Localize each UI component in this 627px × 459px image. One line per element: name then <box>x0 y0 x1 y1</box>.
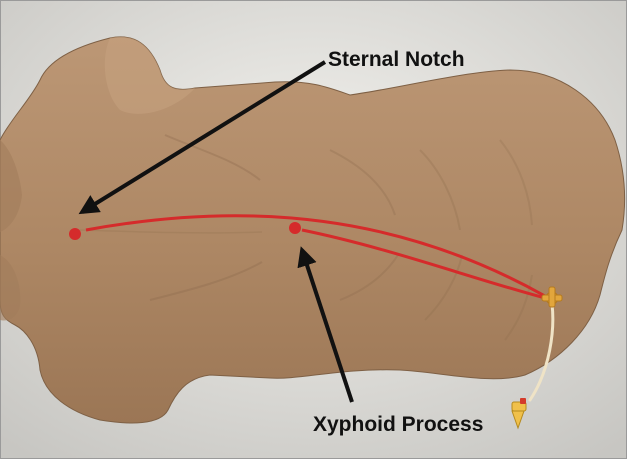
sternal-notch-label: Sternal Notch <box>328 48 465 71</box>
xyphoid-process-label: Xyphoid Process <box>313 413 483 436</box>
sternal-notch-marker <box>69 228 81 240</box>
red-dot-icon <box>289 222 301 234</box>
xyphoid-process-marker <box>289 222 301 234</box>
red-dot-icon <box>69 228 81 240</box>
